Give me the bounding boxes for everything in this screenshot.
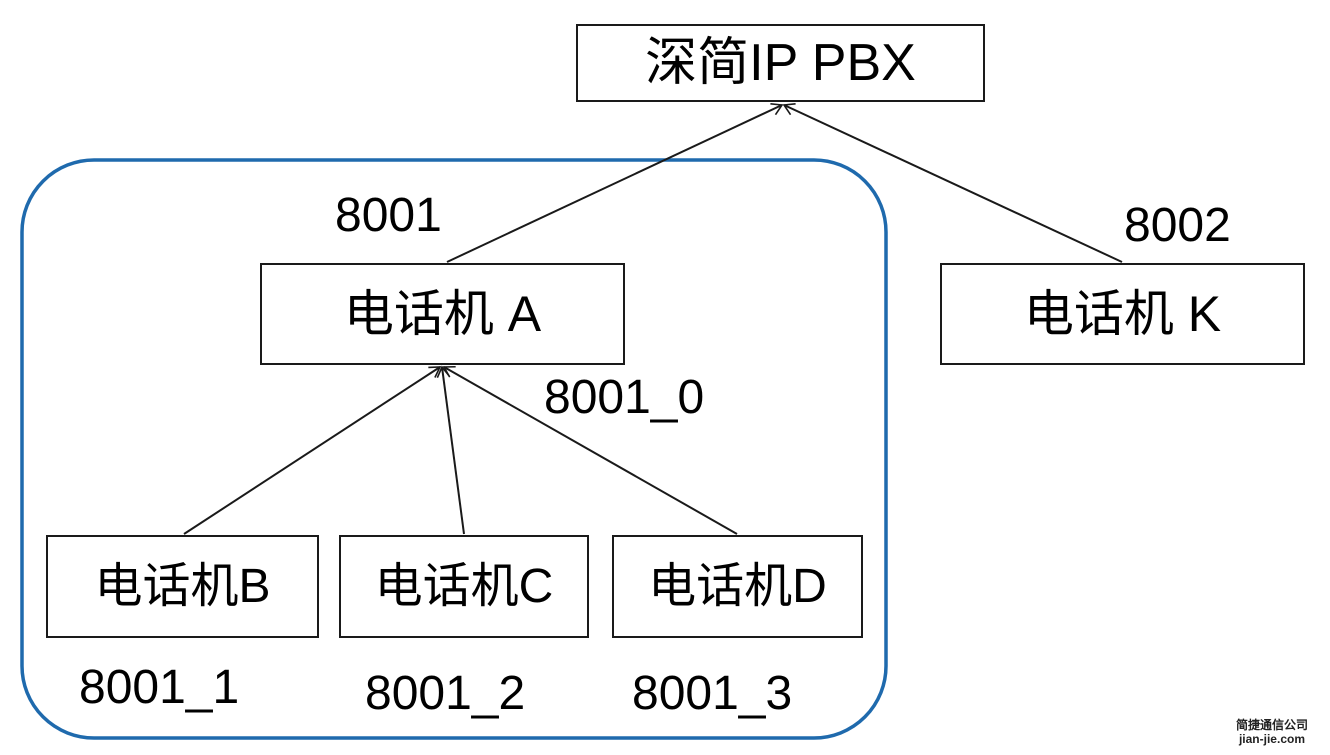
node-phone-a-label: 电话机 A — [343, 286, 542, 342]
node-phone-c: 电话机C — [339, 535, 589, 638]
node-phone-b-label: 电话机B — [94, 559, 271, 613]
extension-label-8001-2: 8001_2 — [365, 667, 526, 720]
node-pbx: 深简IP PBX — [576, 24, 985, 102]
extension-label-8001-3: 8001_3 — [632, 667, 793, 720]
node-phone-b: 电话机B — [46, 535, 319, 638]
node-phone-k: 电话机 K — [940, 263, 1305, 365]
node-phone-c-label: 电话机C — [374, 559, 554, 613]
watermark: 简捷通信公司 jian-jie.com — [1236, 719, 1308, 747]
edge-phone-b-to-phone-a — [183, 366, 442, 535]
local-group-outline — [20, 158, 888, 740]
extension-label-8001: 8001 — [335, 189, 442, 242]
edge-phone-a-to-pbx — [446, 103, 784, 263]
edge-phone-k-to-pbx — [782, 102, 1123, 263]
extension-label-8001-0: 8001_0 — [544, 371, 705, 424]
edge-phone-d-to-phone-a — [442, 365, 738, 535]
edge-phone-c-to-phone-a — [436, 365, 465, 535]
node-phone-d: 电话机D — [612, 535, 863, 638]
node-phone-k-label: 电话机 K — [1023, 286, 1222, 342]
node-phone-d-label: 电话机D — [648, 559, 827, 613]
extension-label-8002: 8002 — [1124, 199, 1231, 252]
watermark-domain: jian-jie.com — [1238, 732, 1305, 747]
node-pbx-label: 深简IP PBX — [645, 34, 916, 92]
extension-label-8001-1: 8001_1 — [79, 661, 240, 714]
watermark-name: 简捷通信公司 — [1235, 718, 1308, 733]
node-phone-a: 电话机 A — [260, 263, 625, 365]
